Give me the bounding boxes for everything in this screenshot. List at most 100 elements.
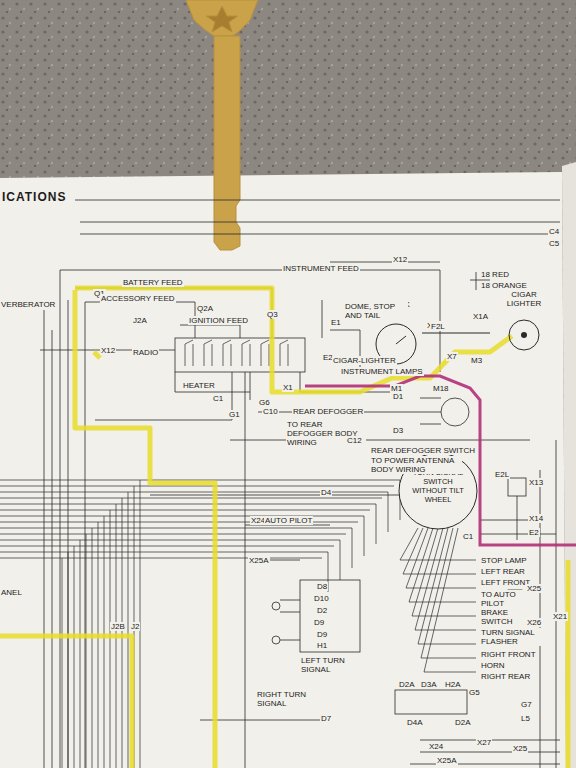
switch-contact: [261, 340, 269, 366]
part-label: INSTRUMENT LAMPS: [340, 367, 424, 376]
wire-bundle: [98, 522, 99, 768]
part-label: C4: [548, 227, 560, 236]
part-label: D3A: [420, 680, 438, 689]
part-label: TURN SIGNAL FLASHER: [480, 628, 544, 646]
wire-bundle: [0, 480, 400, 520]
part-label: X13: [528, 478, 544, 487]
part-label: C1: [212, 394, 224, 403]
part-label: LEFT TURN SIGNAL: [300, 656, 348, 674]
wire-bundle: [0, 510, 370, 511]
wire-bundle: [62, 558, 63, 768]
part-label: J2B: [110, 622, 126, 631]
part-label: X27: [476, 738, 492, 747]
part-label: STOP LAMP: [480, 556, 528, 565]
part-label: D2A: [398, 680, 416, 689]
wire-bundle: [92, 528, 93, 768]
wire-bundle: [110, 510, 111, 768]
wire-bundle: [0, 540, 340, 580]
switch-lead: [424, 528, 476, 672]
part-label: 18 ORANGE: [480, 281, 528, 290]
clock-hand: [396, 336, 406, 344]
part-label: RIGHT REAR: [480, 672, 531, 681]
part-label: LEFT FRONT: [480, 578, 531, 587]
part-label: BATTERY FEED: [122, 278, 184, 287]
part-label: REAR DEFOGGER: [292, 407, 364, 416]
switch-lead: [409, 528, 476, 602]
wire-bundle: [0, 546, 334, 547]
part-label: D9: [316, 630, 328, 639]
part-label: RIGHT TURN SIGNAL: [256, 690, 310, 708]
switch-contact: [185, 340, 193, 366]
part-label: X1: [282, 383, 294, 392]
switch-contact: [280, 340, 288, 366]
part-label: G1: [228, 410, 241, 419]
wire-bundle: [86, 534, 87, 768]
wire-bundle: [80, 540, 81, 768]
part-label: D4A: [406, 718, 424, 727]
part-label: C5: [548, 239, 560, 248]
part-label: VERBERATOR: [0, 300, 56, 309]
part-label: G6: [258, 398, 271, 407]
diagram-title: ICATIONS: [2, 190, 66, 204]
switch-contact: [223, 340, 231, 366]
lighter-center: [521, 332, 527, 338]
wire-bundle: [122, 498, 123, 768]
wire-bundle: [0, 528, 352, 568]
part-label: IGNITION FEED: [188, 316, 249, 325]
part-label: RADIO: [132, 348, 159, 357]
part-label: DOME, STOP AND TAIL: [344, 302, 408, 320]
lighter-circle: [509, 320, 539, 350]
part-label: F2L: [430, 322, 446, 331]
part-label: RIGHT FRONT: [480, 650, 537, 659]
switch-lead: [418, 528, 476, 644]
wire-bundle: [68, 552, 69, 768]
part-label: X1A: [472, 312, 489, 321]
part-label: D9: [313, 618, 325, 627]
part-label: C12: [346, 436, 363, 445]
part-label: X25A: [248, 556, 270, 565]
wire-bundle: [0, 558, 322, 559]
part-label: LEFT REAR: [480, 567, 526, 576]
wire-bundle: [74, 546, 75, 768]
wire-connector: [422, 333, 490, 334]
part-label: X24: [428, 742, 444, 751]
part-label: D3: [392, 426, 404, 435]
switch-lead: [412, 528, 476, 616]
part-label: Q3: [266, 310, 279, 319]
part-label: INSTRUMENT FEED: [282, 264, 360, 273]
part-label: L5: [520, 714, 531, 723]
wire-bundle: [0, 504, 376, 544]
part-label: E1: [330, 318, 342, 327]
part-label: 18 RED: [480, 270, 510, 279]
part-label: D7: [320, 714, 332, 723]
part-label: TO AUTO PILOT BRAKE SWITCH: [480, 590, 526, 626]
part-label: M3: [470, 356, 483, 365]
part-label: D8: [316, 582, 328, 591]
part-label: CIGAR-LIGHTER: [332, 356, 397, 365]
part-label: X25A: [436, 756, 458, 765]
lighter-symbol: CIGAR LIGHTER: [490, 290, 558, 352]
wire-bundle: [0, 534, 346, 535]
switch-contact: [242, 340, 250, 366]
part-label: X12: [392, 255, 408, 264]
switch-lead: [421, 528, 476, 658]
part-label: REAR DEFOGGER SWITCH: [370, 446, 476, 455]
part-label: X25: [512, 744, 528, 753]
part-label: HEATER: [182, 381, 216, 390]
part-label: D1: [392, 392, 404, 401]
part-label: X21: [552, 612, 568, 621]
part-label: D10: [313, 594, 330, 603]
switch-lead: [415, 528, 476, 630]
part-label: C1: [462, 532, 474, 541]
switch-contact: [204, 340, 212, 366]
part-label: G5: [468, 688, 481, 697]
part-label: AUTO PILOT: [264, 516, 313, 525]
part-label: D2: [316, 606, 328, 615]
wire-bundle: [0, 552, 328, 592]
wire-bundle: [0, 498, 382, 499]
part-label: C10: [262, 407, 279, 416]
part-label: J2: [130, 622, 140, 631]
part-label: X12: [100, 346, 116, 355]
wire-bundle: [128, 492, 129, 768]
wire-bundle: [0, 516, 364, 556]
